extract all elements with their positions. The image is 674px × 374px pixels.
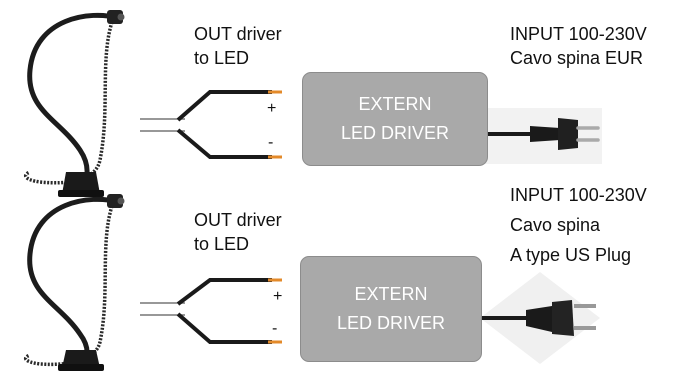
- out-driver-label: OUT driver to LED: [194, 210, 282, 254]
- output-wires: [140, 90, 282, 159]
- plus-sign: +: [273, 288, 283, 305]
- gooseneck-lamp-icon: [23, 10, 125, 197]
- plus-sign: +: [267, 100, 277, 117]
- gooseneck-lamp-icon: [23, 194, 125, 371]
- us-plug-icon: [480, 272, 600, 364]
- led-driver-box: EXTERN LED DRIVER: [300, 256, 482, 362]
- minus-sign: -: [272, 320, 278, 337]
- eu-plug-icon: [482, 108, 602, 164]
- led-driver-box: EXTERN LED DRIVER: [302, 72, 488, 166]
- input-label: INPUT 100-230V Cavo spina A type US Plug: [510, 185, 647, 265]
- minus-sign: -: [268, 134, 274, 151]
- input-label: INPUT 100-230V Cavo spina EUR: [510, 24, 647, 68]
- output-wires: [140, 278, 282, 344]
- out-driver-label: OUT driver to LED: [194, 24, 282, 68]
